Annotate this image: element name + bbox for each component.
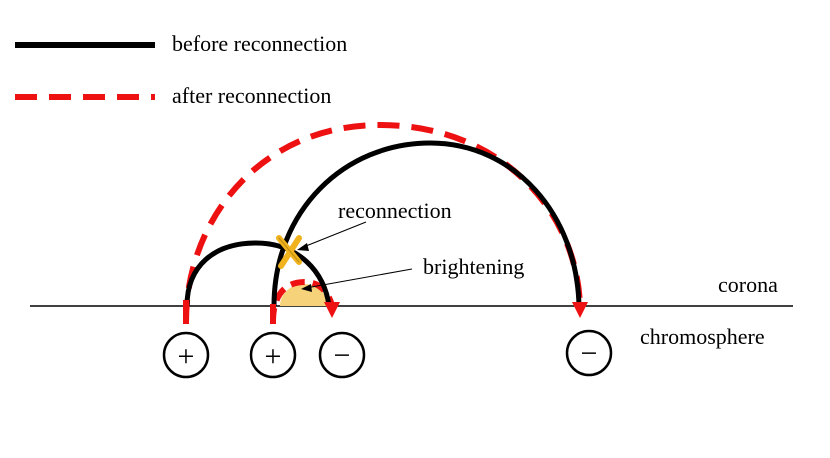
x-cross-icon xyxy=(276,235,302,269)
legend: before reconnection after reconnection xyxy=(15,31,347,108)
reconnection-pointer-head xyxy=(297,243,309,251)
polarity-symbol: + xyxy=(178,340,195,373)
brightening-pointer-head xyxy=(301,284,312,292)
footpoint-positive-1: + xyxy=(162,331,210,379)
legend-before-label: before reconnection xyxy=(172,31,347,56)
legend-after-label: after reconnection xyxy=(172,83,331,108)
before-loop-large xyxy=(271,140,582,307)
reconnection-label: reconnection xyxy=(338,198,452,223)
arrowhead-large-icon xyxy=(572,302,588,318)
reconnection-pointer xyxy=(300,221,367,249)
polarity-symbol: + xyxy=(265,340,282,373)
footpoint-positive-2: + xyxy=(249,331,297,379)
footpoint-negative-1: − xyxy=(318,331,366,379)
polarity-symbol: − xyxy=(581,337,598,370)
corona-label: corona xyxy=(718,272,778,297)
after-loop-large xyxy=(183,121,583,323)
arrowhead-small-icon xyxy=(324,302,340,318)
before-loop-small xyxy=(184,240,332,307)
footpoint-negative-2: − xyxy=(565,329,613,377)
brightening-pointer xyxy=(305,268,413,289)
brightening-region xyxy=(280,284,328,306)
polarity-symbol: − xyxy=(334,339,351,372)
brightening-label: brightening xyxy=(423,254,524,279)
chromosphere-label: chromosphere xyxy=(640,324,765,349)
